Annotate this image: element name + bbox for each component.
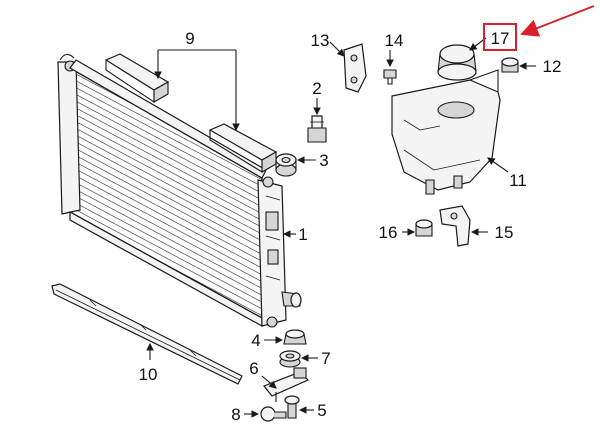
callout-1: 1 xyxy=(298,225,307,244)
nut-4 xyxy=(283,329,307,345)
air-seal-lower xyxy=(208,123,278,173)
callout-14: 14 xyxy=(385,31,404,50)
callout-2: 2 xyxy=(312,79,321,98)
bracket-15 xyxy=(439,205,471,247)
lower-baffle xyxy=(51,283,243,385)
bolt-14 xyxy=(383,69,397,85)
callout-16: 16 xyxy=(379,223,398,242)
callout-8: 8 xyxy=(231,405,240,424)
grommet-16 xyxy=(415,219,433,237)
reservoir-cap xyxy=(437,44,477,81)
callout-3: 3 xyxy=(319,151,328,170)
bracket-6 xyxy=(263,367,310,402)
callout-4: 4 xyxy=(251,331,260,350)
callout-13: 13 xyxy=(311,31,330,50)
highlight-box xyxy=(483,23,517,51)
mount-bushing-lower xyxy=(279,350,301,368)
coolant-reservoir xyxy=(391,69,501,195)
callout-11: 11 xyxy=(509,171,527,190)
callout-12: 12 xyxy=(543,57,562,76)
callout-9: 9 xyxy=(185,29,194,48)
bolt-8 xyxy=(260,406,287,422)
bolt-5 xyxy=(284,395,300,419)
radiator xyxy=(57,53,302,328)
air-seal-upper xyxy=(104,53,170,104)
callout-6: 6 xyxy=(249,359,258,378)
callout-5: 5 xyxy=(317,401,326,420)
callout-10: 10 xyxy=(139,365,158,384)
bracket-13 xyxy=(343,43,367,93)
mount-bushing-upper xyxy=(275,153,297,177)
drain-plug xyxy=(307,115,327,143)
highlight-arrow xyxy=(520,5,595,37)
callout-7: 7 xyxy=(321,349,330,368)
callout-17: 17 xyxy=(491,29,510,48)
nut-12 xyxy=(501,57,519,73)
callout-15: 15 xyxy=(495,223,514,242)
